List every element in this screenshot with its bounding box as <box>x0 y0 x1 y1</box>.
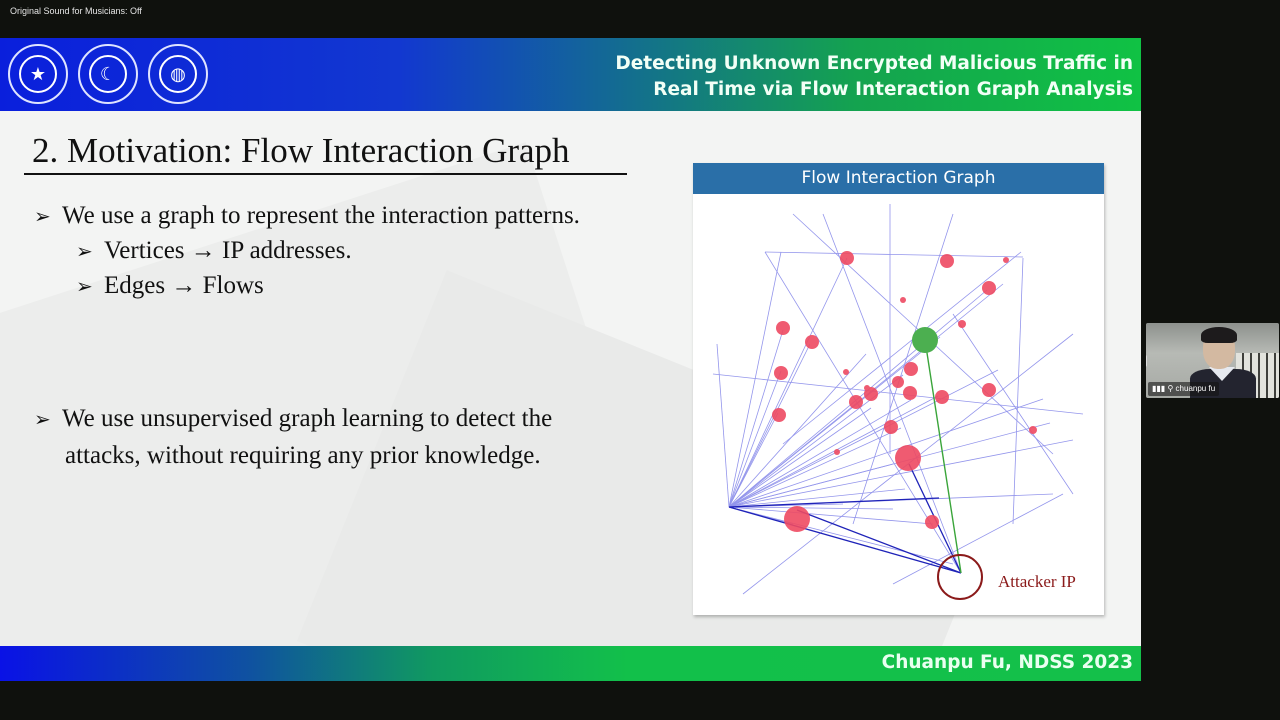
paper-title: Detecting Unknown Encrypted Malicious Tr… <box>615 51 1133 103</box>
arrow-bullet-icon: ➢ <box>76 276 93 298</box>
paper-title-line-1: Detecting Unknown Encrypted Malicious Tr… <box>615 53 1133 74</box>
lab-seal-icon: ◍ <box>148 44 208 104</box>
shared-slide: ★ ☾ ◍ Detecting Unknown Encrypted Malici… <box>0 38 1141 681</box>
participant-video-tile[interactable]: ▮▮▮ ⚲ chuanpu fu <box>1146 323 1279 398</box>
participant-name: chuanpu fu <box>1175 384 1216 393</box>
pin-icon: ⚲ <box>1167 384 1174 393</box>
footer-credit: Chuanpu Fu, NDSS 2023 <box>881 652 1133 673</box>
sub-bullet-item: ➢Edges → Flows <box>76 268 264 305</box>
meeting-top-bar: Original Sound for Musicians: Off <box>0 0 1280 38</box>
highlighted-node <box>912 327 938 353</box>
title-underline <box>24 173 627 175</box>
attacker-ip-label: Attacker IP <box>998 572 1076 591</box>
arrow-bullet-icon: ➢ <box>34 206 51 228</box>
attacker-ring <box>937 554 983 600</box>
sub-bullet-item: ➢Vertices → IP addresses. <box>76 233 352 270</box>
section-title: 2. Motivation: Flow Interaction Graph <box>32 131 570 170</box>
paper-title-line-2: Real Time via Flow Interaction Graph Ana… <box>653 79 1133 100</box>
highlight-edge <box>924 339 962 574</box>
graph-svg <box>712 204 1084 600</box>
video-drag-handle[interactable] <box>1146 355 1147 367</box>
flow-interaction-graph-figure: Flow Interaction Graph <box>693 163 1104 615</box>
university-seal-2-icon: ☾ <box>78 44 138 104</box>
signal-bars-icon: ▮▮▮ <box>1152 384 1166 393</box>
slide-header-banner: ★ ☾ ◍ Detecting Unknown Encrypted Malici… <box>0 38 1141 111</box>
original-sound-status[interactable]: Original Sound for Musicians: Off <box>10 6 142 16</box>
participant-nametag: ▮▮▮ ⚲ chuanpu fu <box>1148 382 1220 396</box>
bullet-item: ➢We use unsupervised graph learning to d… <box>34 405 553 469</box>
arrow-bullet-icon: ➢ <box>76 241 93 263</box>
arrow-bullet-icon: ➢ <box>34 409 51 431</box>
graph-visualization: Attacker IP <box>693 194 1104 615</box>
logo-row: ★ ☾ ◍ <box>8 44 208 104</box>
university-seal-1-icon: ★ <box>8 44 68 104</box>
bullet-item: ➢We use a graph to represent the interac… <box>34 198 580 235</box>
figure-header: Flow Interaction Graph <box>693 163 1104 194</box>
slide-footer-banner: Chuanpu Fu, NDSS 2023 <box>0 646 1141 681</box>
